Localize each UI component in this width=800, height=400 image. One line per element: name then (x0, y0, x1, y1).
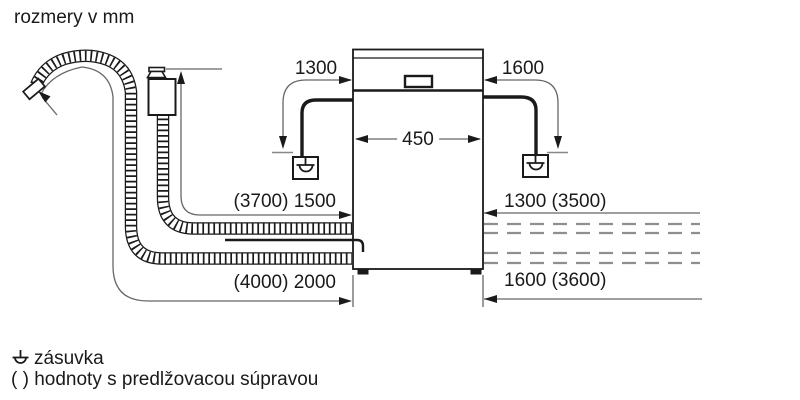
drain-hose-spout (21, 77, 47, 101)
right-power-cord (483, 95, 538, 155)
control-panel-display (403, 74, 434, 89)
dimension-label-drain-hose-right: 1600 (3600) (504, 270, 607, 291)
dimension-label-drain-hose-left: (4000) 2000 (233, 272, 336, 293)
dimension-label-appliance-width: 450 (397, 129, 439, 151)
aquastop-valve (147, 78, 177, 116)
legend-brackets-note: ( ) hodnoty s predlžovacou súpravou (11, 369, 319, 390)
dimension-arrows (38, 71, 562, 305)
page-title: rozmery v mm (14, 7, 135, 28)
dimension-label-cable-right: 1600 (501, 58, 545, 79)
dimension-label-supply-hose-left: (3700) 1500 (233, 191, 336, 212)
legend-power-socket-icon (12, 350, 29, 364)
left-power-socket-icon (292, 156, 319, 180)
drain-hose (21, 49, 352, 265)
left-foot (357, 269, 369, 275)
dimension-label-cable-left: 1300 (294, 58, 338, 79)
supply-hose-aquastop (146, 66, 352, 235)
right-power-socket-icon (522, 154, 549, 178)
right-foot (470, 269, 482, 275)
legend-socket-label: zásuvka (34, 348, 104, 369)
left-power-cord (300, 98, 353, 157)
tap-connector-nut (146, 70, 167, 79)
dishwasher-outline (352, 48, 484, 275)
dimension-label-supply-hose-right: 1300 (3500) (504, 191, 607, 212)
extension-dashed-lines (484, 222, 700, 265)
hose-connection-line (225, 238, 365, 252)
